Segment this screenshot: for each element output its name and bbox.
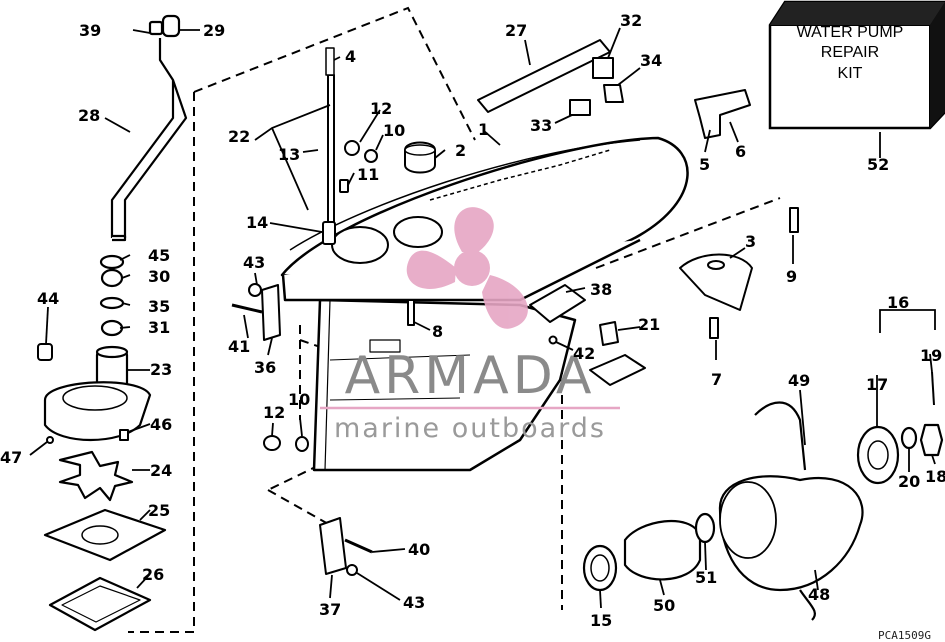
callout-41: 41	[228, 337, 250, 356]
callout-43-lower: 43	[403, 593, 425, 612]
callout-10-top: 10	[383, 121, 405, 140]
kit-label-line2: REPAIR	[821, 44, 879, 61]
callout-5: 5	[699, 155, 710, 174]
callout-38: 38	[590, 280, 612, 299]
callout-52: 52	[867, 155, 889, 174]
callout-42: 42	[573, 344, 595, 363]
callout-2: 2	[455, 141, 466, 160]
callout-21: 21	[638, 315, 660, 334]
water-pump-assembly	[43, 345, 167, 632]
watermark-brand: ARMADA	[345, 346, 596, 406]
callout-9: 9	[786, 267, 797, 286]
callout-6: 6	[735, 142, 746, 161]
callout-24: 24	[150, 461, 172, 480]
callout-39: 39	[79, 21, 101, 40]
callout-44: 44	[37, 289, 59, 308]
callout-45: 45	[148, 246, 170, 265]
callout-numbers: 39 29 27 32 34 4 28 33 12 10 22 1 2 13 1…	[0, 11, 945, 630]
propeller-assembly	[582, 371, 944, 621]
callout-50: 50	[653, 596, 675, 615]
callout-13: 13	[278, 145, 300, 164]
kit-label-line1: WATER PUMP	[797, 24, 904, 41]
callout-17: 17	[866, 375, 888, 394]
callout-16: 16	[887, 293, 909, 312]
callout-14: 14	[246, 213, 268, 232]
callout-3: 3	[745, 232, 756, 251]
callout-32: 32	[620, 11, 642, 30]
callout-10-lower: 10	[288, 390, 310, 409]
callout-19: 19	[920, 346, 942, 365]
callout-25: 25	[148, 501, 170, 520]
drawing-code: PCA1509G	[878, 629, 931, 642]
callout-23: 23	[150, 360, 172, 379]
callout-48: 48	[808, 585, 830, 604]
callout-7: 7	[711, 370, 722, 389]
callout-29: 29	[203, 21, 225, 40]
callout-8: 8	[432, 322, 443, 341]
propeller-logo	[406, 207, 528, 329]
callout-1: 1	[478, 120, 489, 139]
callout-11: 11	[357, 165, 379, 184]
callout-12-lower: 12	[263, 403, 285, 422]
kit-label-line3: KIT	[838, 65, 863, 82]
callout-51: 51	[695, 568, 717, 587]
callout-33: 33	[530, 116, 552, 135]
watermark-tagline: marine outboards	[334, 413, 606, 444]
callout-18: 18	[925, 467, 945, 486]
callout-31: 31	[148, 318, 170, 337]
callout-26: 26	[142, 565, 164, 584]
callout-27: 27	[505, 21, 527, 40]
callout-20: 20	[898, 472, 920, 491]
callout-49: 49	[788, 371, 810, 390]
leader-lines	[29, 27, 936, 609]
callout-34: 34	[640, 51, 662, 70]
small-hardware	[37, 39, 799, 576]
repair-kit-box: WATER PUMP REPAIR KIT	[768, 0, 945, 130]
callout-47: 47	[0, 448, 22, 467]
callout-30: 30	[148, 267, 170, 286]
callout-35: 35	[148, 297, 170, 316]
callout-37: 37	[319, 600, 341, 619]
callout-15: 15	[590, 611, 612, 630]
gearcase-housing	[280, 136, 689, 472]
callout-43-upper: 43	[243, 253, 265, 272]
armada-watermark: ARMADA marine outboards	[320, 207, 620, 444]
water-tube-assembly	[99, 14, 188, 337]
callout-40: 40	[408, 540, 430, 559]
callout-28: 28	[78, 106, 100, 125]
callout-12-top: 12	[370, 99, 392, 118]
callout-36: 36	[254, 358, 276, 377]
callout-22: 22	[228, 127, 250, 146]
callout-4: 4	[345, 47, 356, 66]
callout-46: 46	[150, 415, 172, 434]
